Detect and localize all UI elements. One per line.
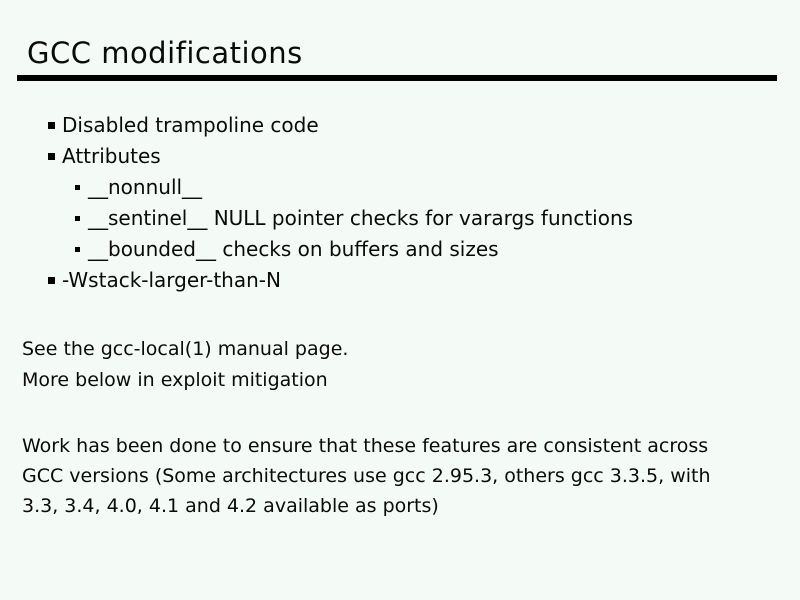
list-item: __bounded__ checks on buffers and sizes: [0, 234, 633, 265]
paragraph-line: 3.3, 3.4, 4.0, 4.1 and 4.2 available as …: [22, 495, 439, 517]
square-bullet-icon: [48, 153, 55, 160]
title-underline-rule: [17, 75, 777, 81]
list-item: -Wstack-larger-than-N: [0, 265, 633, 296]
square-bullet-icon: [48, 277, 55, 284]
list-item: __sentinel__ NULL pointer checks for var…: [0, 203, 633, 234]
square-bullet-icon: [75, 247, 80, 252]
note-line: More below in exploit mitigation: [22, 369, 328, 391]
square-bullet-icon: [75, 216, 80, 221]
bullet-text: __sentinel__ NULL pointer checks for var…: [88, 206, 634, 230]
paragraph-line: Work has been done to ensure that these …: [22, 435, 709, 457]
square-bullet-icon: [48, 122, 55, 129]
list-item: __nonnull__: [0, 172, 633, 203]
bullet-text: __bounded__ checks on buffers and sizes: [88, 237, 499, 261]
bullet-text: __nonnull__: [88, 175, 203, 199]
list-item: Disabled trampoline code: [0, 110, 633, 141]
list-item: Attributes: [0, 141, 633, 172]
square-bullet-icon: [75, 185, 80, 190]
paragraph-line: GCC versions (Some architectures use gcc…: [22, 465, 711, 487]
bullet-text: Disabled trampoline code: [62, 113, 319, 137]
paragraph-block: Work has been done to ensure that these …: [22, 431, 711, 521]
bullet-text: -Wstack-larger-than-N: [62, 268, 281, 292]
page-title: GCC modifications: [27, 36, 303, 70]
notes-block: See the gcc-local(1) manual page. More b…: [22, 334, 348, 396]
bullet-text: Attributes: [62, 144, 161, 168]
bullet-list: Disabled trampoline code Attributes __no…: [0, 110, 633, 296]
note-line: See the gcc-local(1) manual page.: [22, 338, 349, 360]
